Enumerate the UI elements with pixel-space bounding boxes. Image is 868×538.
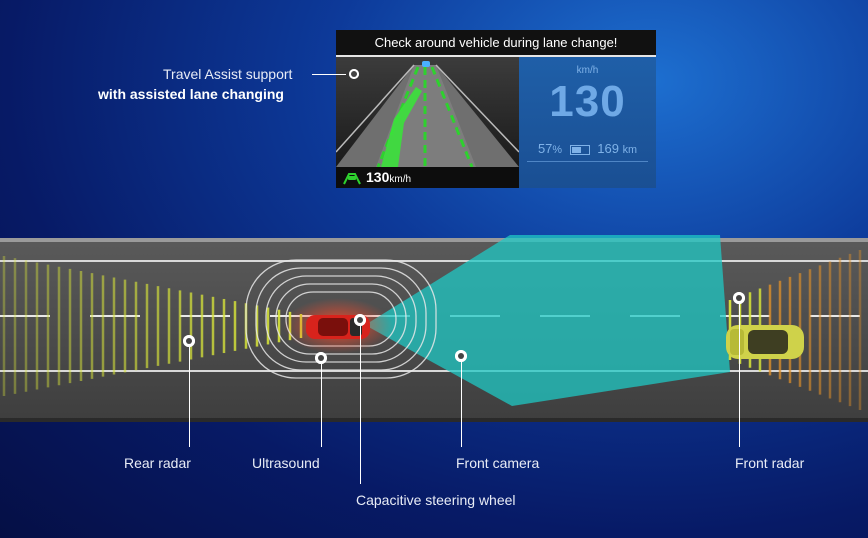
front-camera-cone [365, 235, 730, 406]
capacitive-steering-label: Capacitive steering wheel [356, 492, 516, 508]
nav-speed-unit: km/h [389, 174, 412, 185]
front-radar-leader [739, 304, 740, 447]
rear-radar-label: Rear radar [124, 455, 191, 471]
front-camera-marker [455, 350, 467, 362]
ultrasound-field [245, 259, 437, 379]
lane-change-warning: Check around vehicle during lane change! [336, 30, 656, 57]
instrument-cluster: Check around vehicle during lane change! [336, 30, 656, 188]
speedometer-display: km/h 130 57% 169 km [519, 57, 656, 188]
ultrasound-leader [321, 364, 322, 447]
lane-view-graphic [336, 57, 519, 168]
rear-radar-marker [183, 335, 195, 347]
rear-radar-leader [189, 347, 190, 447]
rear-radar-field [2, 256, 303, 396]
ultrasound-marker [315, 352, 327, 364]
battery-icon [569, 144, 590, 155]
battery-percent: 57 [537, 141, 553, 156]
travel-assist-label-bold: with assisted lane changing [98, 86, 284, 102]
steering-wheel-leader [360, 326, 361, 484]
battery-percent-unit: % [552, 144, 563, 156]
range-value: 169 [597, 141, 619, 156]
front-radar-marker [733, 292, 745, 304]
nav-speed-value: 130 [366, 169, 390, 185]
travel-assist-icon [343, 173, 361, 185]
front-radar-label: Front radar [735, 455, 805, 471]
panel-divider [527, 161, 648, 162]
lane-view-display: 130km/h [336, 57, 519, 188]
nav-status-bar: 130km/h [336, 167, 519, 188]
front-camera-label: Front camera [456, 455, 540, 471]
travel-assist-label: Travel Assist support [163, 66, 293, 82]
travel-assist-marker [349, 69, 359, 79]
steering-wheel-marker [354, 314, 366, 326]
travel-assist-leader [312, 74, 346, 75]
road-scene [0, 235, 868, 422]
battery-range-row: 57% 169 km [519, 141, 656, 156]
ultrasound-label: Ultrasound [252, 455, 320, 471]
speed-unit: km/h [576, 65, 599, 76]
lead-car [726, 325, 804, 359]
range-unit: km [622, 144, 638, 156]
speed-value: 130 [549, 77, 626, 126]
front-camera-leader [461, 362, 462, 447]
nav-speed-readout: 130km/h [366, 169, 411, 185]
